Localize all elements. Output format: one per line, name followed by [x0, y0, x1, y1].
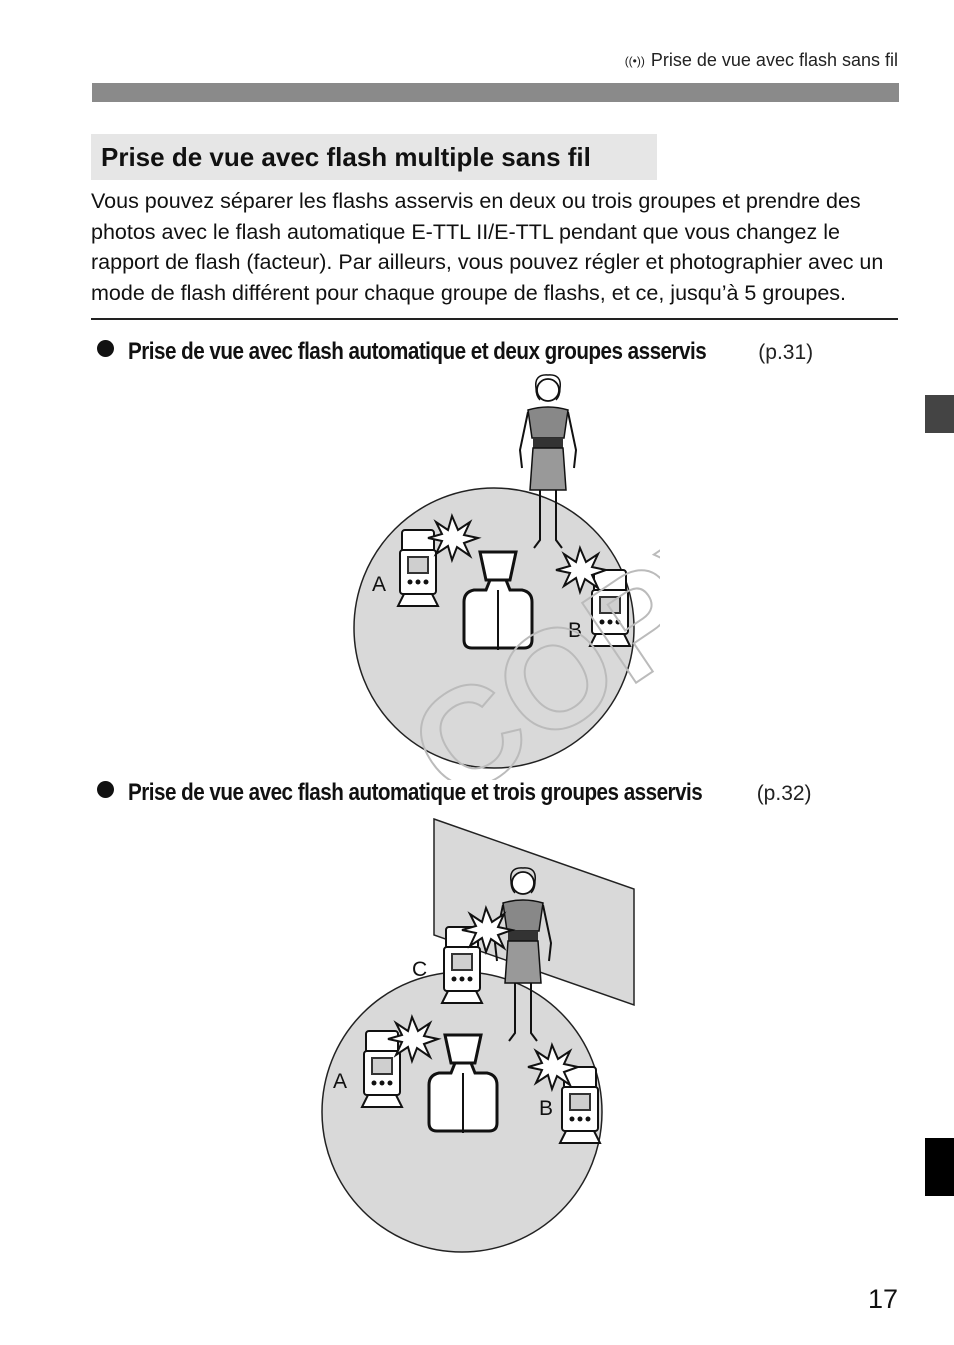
- subheading-two-groups: Prise de vue avec flash automatique et d…: [97, 338, 813, 366]
- chapter-tab: [925, 395, 954, 433]
- page-reference: (p.31): [758, 341, 814, 364]
- running-header-title: Prise de vue avec flash sans fil: [650, 50, 898, 70]
- section-title: Prise de vue avec flash multiple sans fi…: [101, 142, 591, 172]
- header-bar: [92, 83, 899, 102]
- wireless-flash-icon: ((•)): [624, 53, 645, 68]
- divider: [91, 318, 898, 320]
- label-group-b: B: [539, 1097, 553, 1120]
- intro-paragraph: Vous pouvez séparer les flashs asservis …: [91, 189, 884, 305]
- chapter-tab-active: [925, 1138, 954, 1196]
- illustration-three-groups: C A B: [321, 817, 635, 1253]
- label-group-a: A: [333, 1070, 347, 1093]
- flash-unit-a: [361, 1030, 403, 1108]
- running-header: ((•)) Prise de vue avec flash sans fil: [625, 50, 898, 71]
- page-number: 17: [867, 1284, 898, 1314]
- page-reference: (p.32): [756, 782, 812, 805]
- subheading-three-groups: Prise de vue avec flash automatique et t…: [97, 779, 812, 807]
- flash-unit-a: [397, 529, 439, 607]
- label-group-c: C: [412, 958, 427, 981]
- illustration-two-groups: A B COPY: [353, 373, 660, 780]
- subheading-title: Prise de vue avec flash automatique et d…: [128, 338, 707, 365]
- subheading-title: Prise de vue avec flash automatique et t…: [128, 779, 703, 806]
- label-group-a: A: [372, 573, 386, 596]
- bullet-icon: [97, 340, 114, 357]
- section-title-box: [91, 134, 657, 180]
- label-group-b: B: [568, 619, 582, 642]
- bullet-icon: [97, 781, 114, 798]
